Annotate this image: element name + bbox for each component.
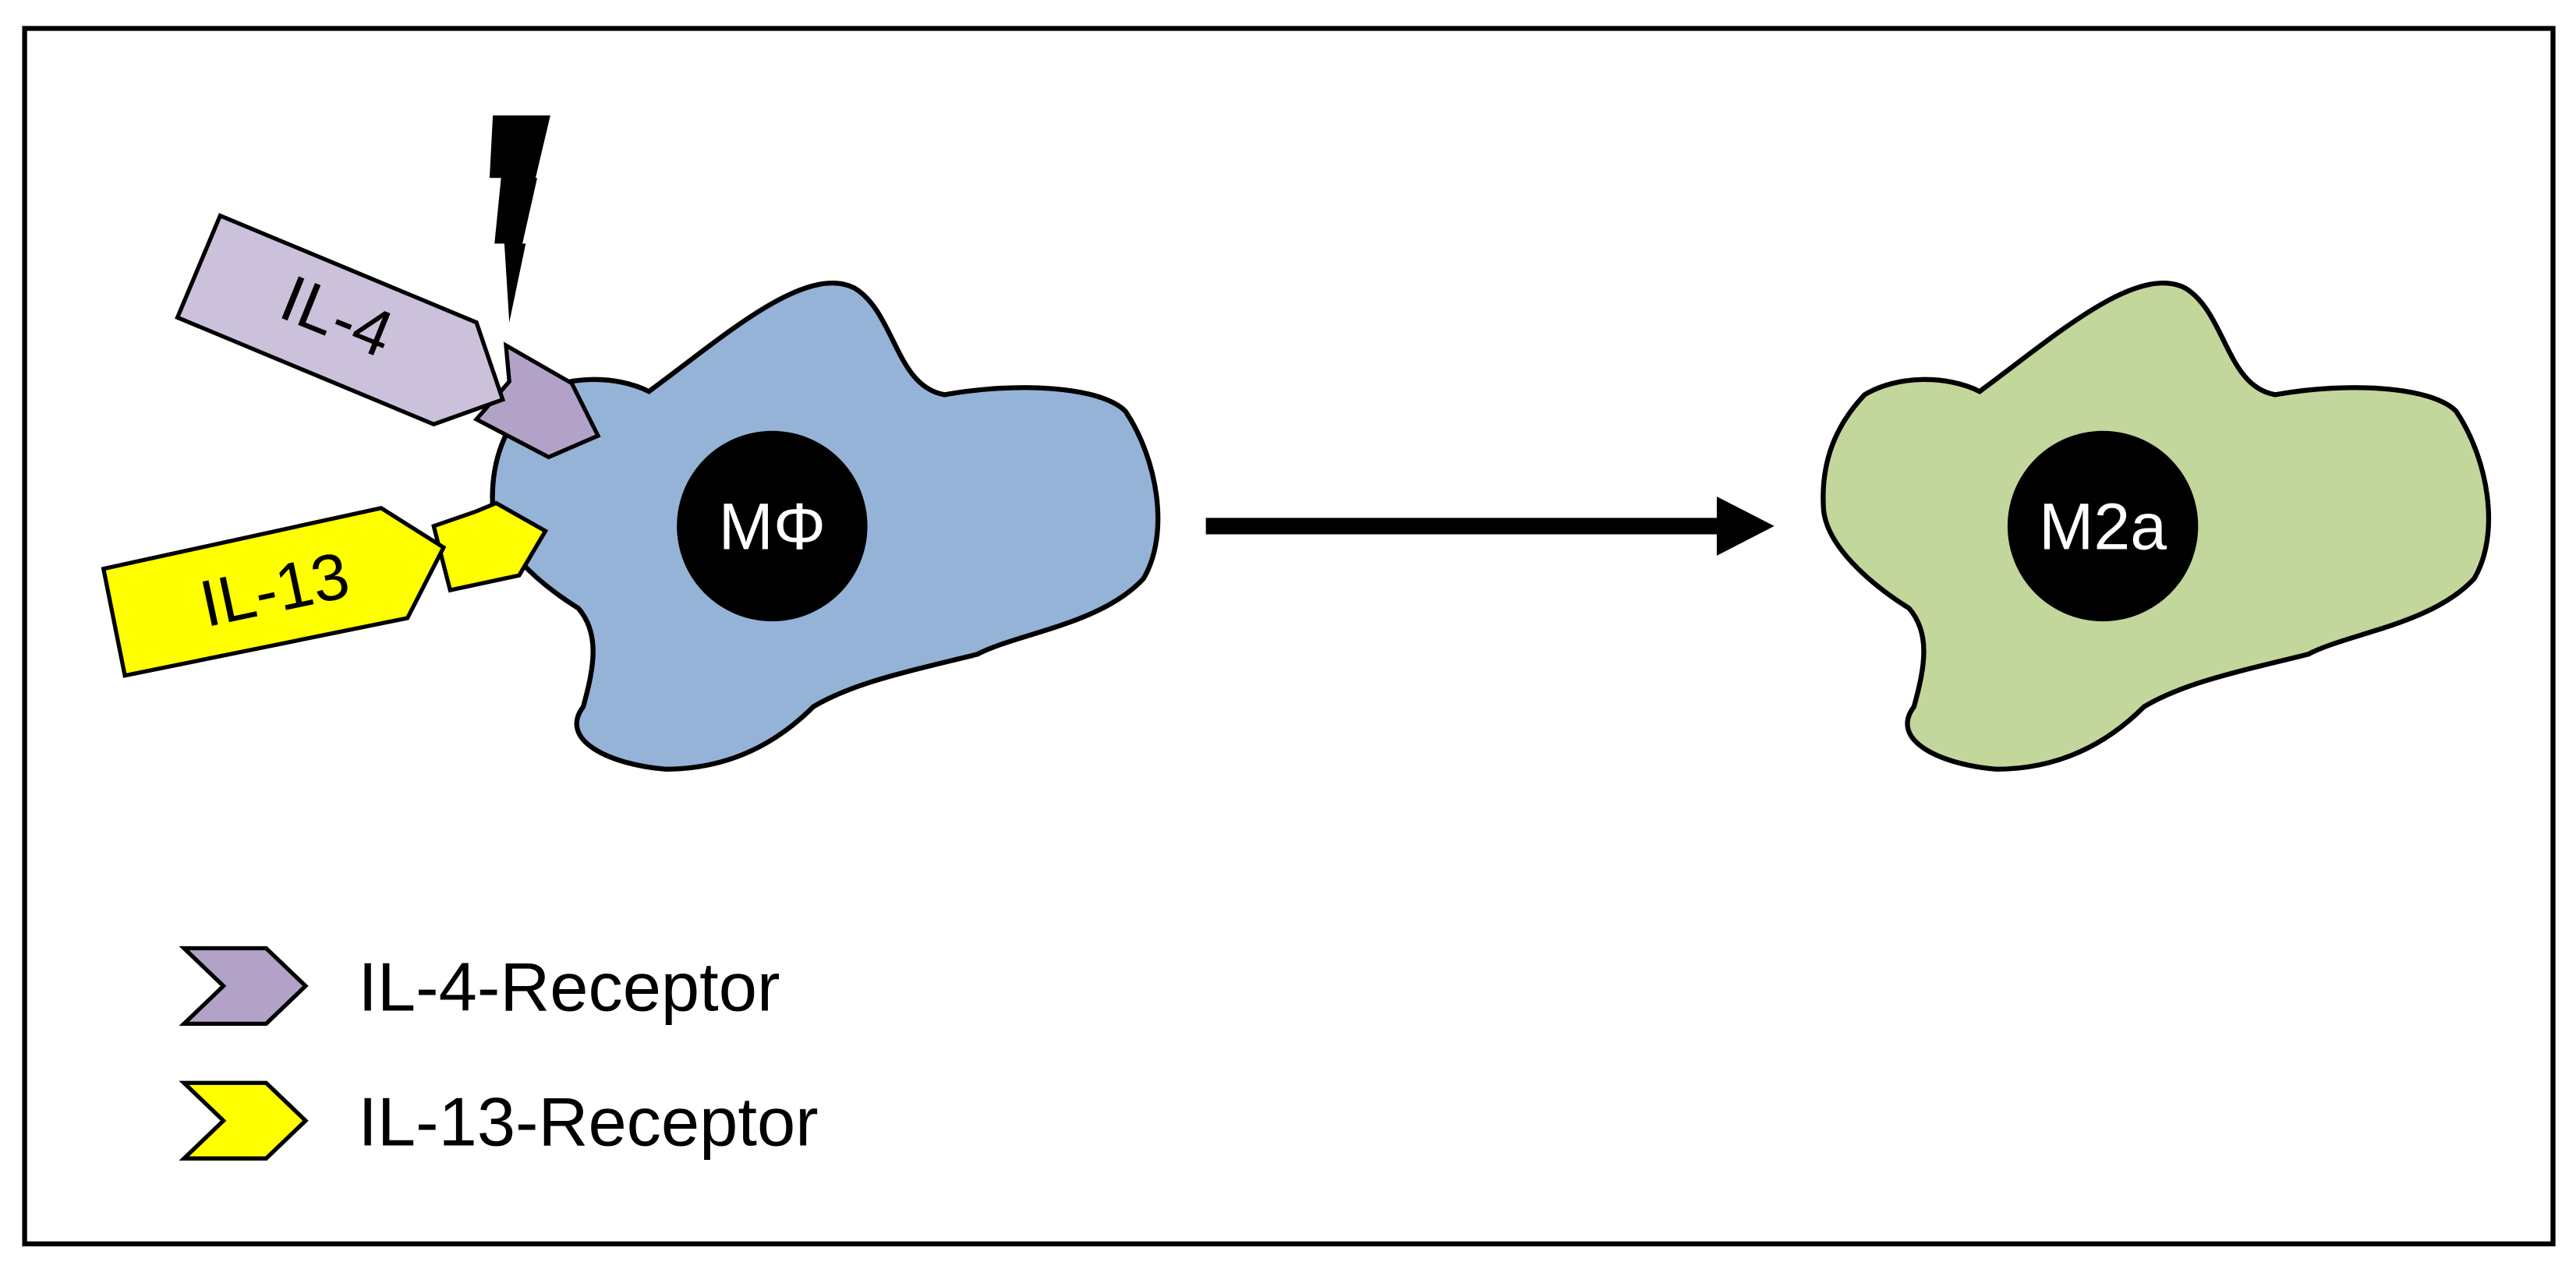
legend-il4-receptor-icon [179,946,309,1027]
legend-il13-receptor-label: IL-13-Receptor [358,1083,818,1160]
arrow-right-icon [1716,497,1775,556]
macrophage-label: MΦ [719,490,826,563]
legend-il4-receptor-label: IL-4-Receptor [358,949,780,1026]
legend-il13-receptor-icon [179,1080,309,1161]
m2a-nucleus [2007,430,2199,622]
il13-ligand [101,505,447,678]
lightning-bolt-icon [489,115,550,323]
macrophage-nucleus [677,430,868,622]
il4-ligand [175,213,506,427]
il13-receptor [431,500,549,593]
m2a-label: M2a [2039,490,2167,563]
il4-receptor [472,341,601,460]
